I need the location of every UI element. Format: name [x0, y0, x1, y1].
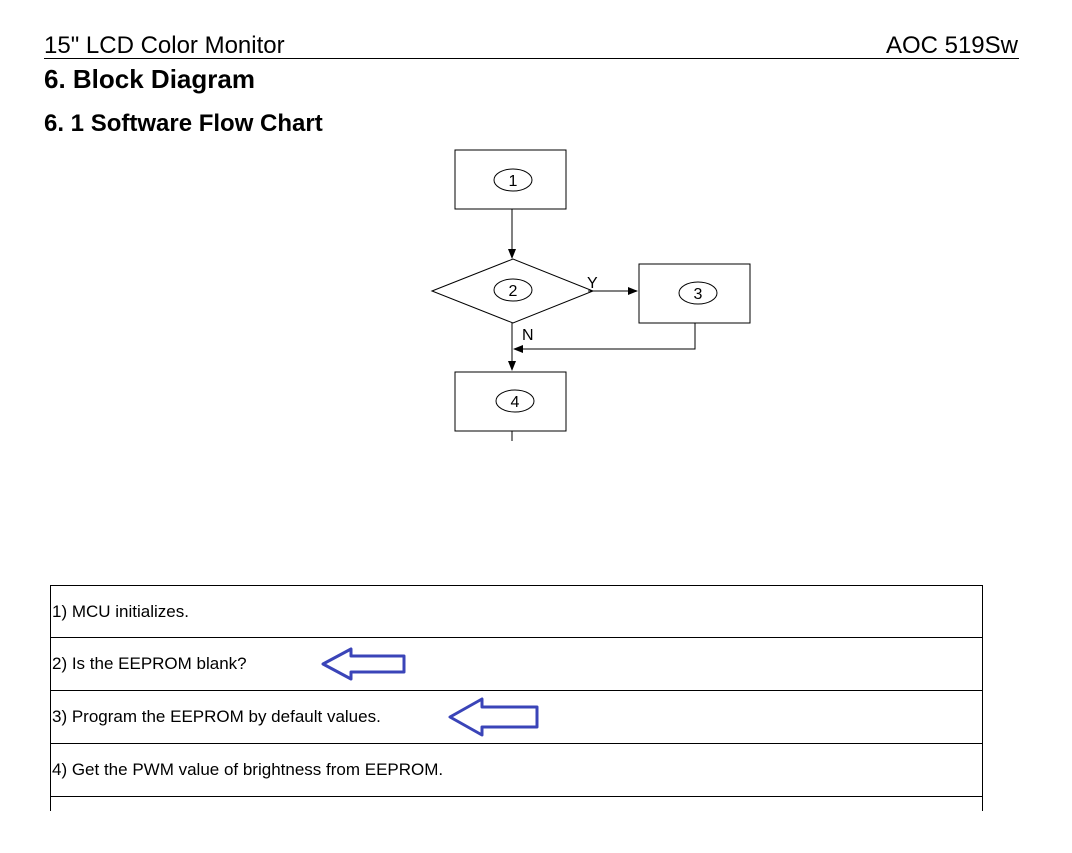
table-row: 3) Program the EEPROM by default values. — [50, 691, 983, 744]
subsection-title: 6. 1 Software Flow Chart — [44, 110, 323, 137]
flow-node-3-label: 3 — [694, 286, 703, 303]
flow-node-2: 2 — [430, 258, 595, 324]
flow-connector-3-return — [513, 323, 696, 353]
header-product: 15" LCD Color Monitor — [44, 32, 285, 59]
table-row: 1) MCU initializes. — [50, 585, 983, 638]
flow-node-4: 4 — [454, 371, 567, 432]
flow-node-1-label: 1 — [509, 173, 518, 190]
step-1-text: 1) MCU initializes. — [52, 601, 189, 621]
left-arrow-outline-icon — [448, 697, 539, 737]
flow-node-1: 1 — [454, 149, 567, 210]
left-arrow-outline-icon — [321, 647, 406, 681]
flow-yes-label: Y — [587, 275, 598, 292]
flow-node-2-label: 2 — [509, 283, 518, 300]
step-4-text: 4) Get the PWM value of brightness from … — [52, 760, 444, 779]
table-row: 2) Is the EEPROM blank? — [50, 638, 983, 691]
header-rule — [44, 58, 1019, 59]
step-2-text: 2) Is the EEPROM blank? — [52, 654, 247, 673]
table-row-continuation — [50, 797, 983, 811]
flow-node-3: 3 — [638, 263, 751, 324]
software-flow-chart: 1 2 Y 3 N 4 — [430, 149, 751, 441]
table-row: 4) Get the PWM value of brightness from … — [50, 744, 983, 797]
flow-node-4-label: 4 — [511, 394, 520, 411]
header-model: AOC 519Sw — [885, 32, 1018, 59]
section-title: 6. Block Diagram — [44, 64, 255, 94]
flow-no-label: N — [522, 327, 534, 344]
step-description-table: 1) MCU initializes. 2) Is the EEPROM bla… — [50, 585, 983, 811]
step-3-text: 3) Program the EEPROM by default values. — [52, 707, 381, 726]
